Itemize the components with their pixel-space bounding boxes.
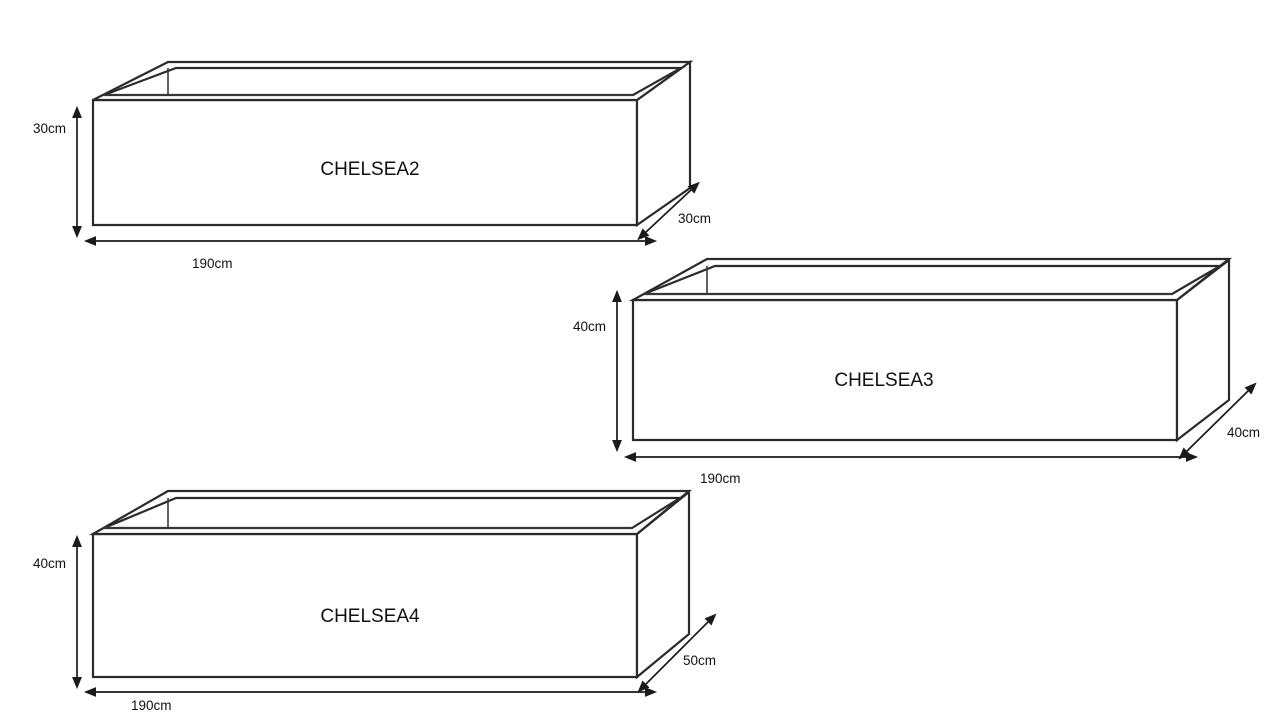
chelsea3-length-dimension: 190cm bbox=[623, 452, 1199, 486]
chelsea2-height-dimension: 30cm bbox=[33, 105, 82, 239]
chelsea4-rim-inner bbox=[103, 496, 684, 530]
chelsea4-length-label: 190cm bbox=[131, 698, 172, 713]
planter-chelsea2: 30cm 190cm 30cm CHELSEA2 bbox=[33, 59, 711, 271]
chelsea2-depth-arrow bbox=[637, 181, 700, 241]
chelsea2-depth-label: 30cm bbox=[678, 211, 711, 226]
chelsea4-model-label: CHELSEA4 bbox=[320, 606, 420, 627]
chelsea3-rim-inner bbox=[643, 264, 1225, 296]
planter-chelsea3: 40cm 190cm 40cm CHELSEA3 bbox=[573, 257, 1260, 486]
chelsea4-height-label: 40cm bbox=[33, 556, 66, 571]
chelsea3-height-label: 40cm bbox=[573, 319, 606, 334]
chelsea2-height-label: 30cm bbox=[33, 121, 66, 136]
chelsea4-depth-arrow bbox=[637, 613, 717, 693]
planter-chelsea4: 40cm 190cm 50cm CHELSEA4 bbox=[33, 489, 717, 713]
chelsea2-depth-dimension: 30cm bbox=[637, 181, 711, 241]
chelsea3-depth-dimension: 40cm bbox=[1178, 382, 1260, 460]
chelsea4-depth-dimension: 50cm bbox=[637, 613, 717, 693]
chelsea3-depth-arrow bbox=[1178, 382, 1257, 460]
chelsea3-depth-label: 40cm bbox=[1227, 425, 1260, 440]
chelsea4-length-dimension: 190cm bbox=[83, 687, 658, 713]
chelsea4-height-dimension: 40cm bbox=[33, 534, 82, 690]
chelsea3-height-dimension: 40cm bbox=[573, 289, 622, 453]
chelsea2-rim-inner bbox=[103, 66, 686, 97]
chelsea2-model-label: CHELSEA2 bbox=[320, 159, 419, 180]
chelsea2-length-label: 190cm bbox=[192, 256, 233, 271]
chelsea3-model-label: CHELSEA3 bbox=[834, 370, 933, 391]
chelsea3-length-label: 190cm bbox=[700, 471, 741, 486]
chelsea2-length-dimension: 190cm bbox=[83, 236, 658, 271]
chelsea4-depth-label: 50cm bbox=[683, 653, 716, 668]
